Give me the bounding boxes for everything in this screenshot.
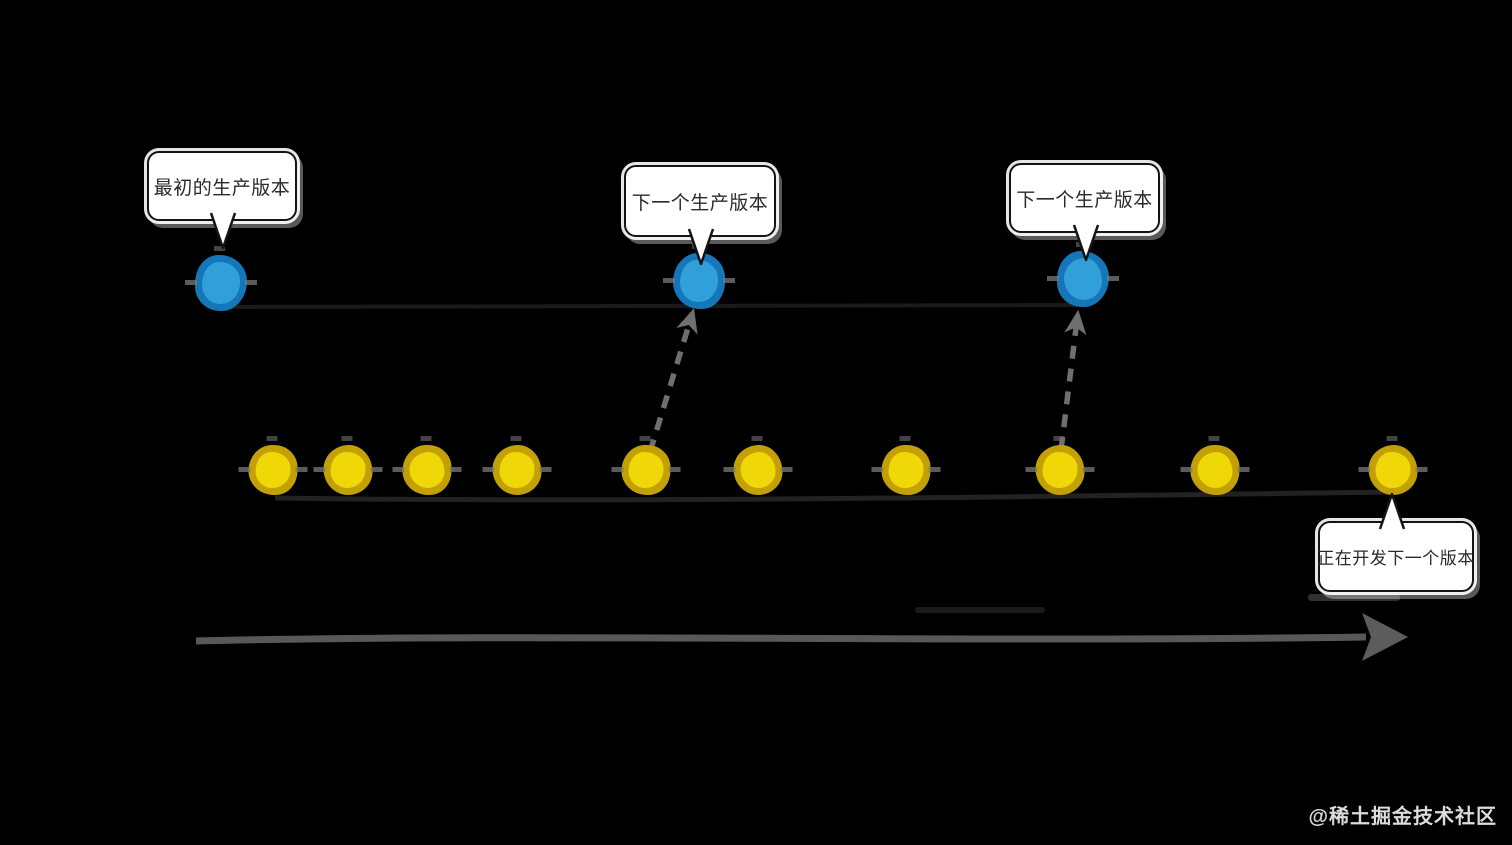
dev-iteration-node-core	[628, 436, 664, 488]
callout-next-production-2: 下一个生产版本	[1009, 163, 1160, 262]
dev-iteration-node	[1358, 436, 1428, 495]
dev-iteration-node	[238, 436, 308, 495]
dev-iteration-node	[611, 436, 681, 495]
production-branch-line	[224, 303, 1086, 309]
dev-iteration-node-core	[499, 436, 535, 488]
production-release-node-core	[680, 244, 718, 302]
dev-iteration-node-core	[1197, 436, 1233, 488]
dev-iteration-node-core	[1375, 436, 1411, 488]
dev-iteration-node-core	[409, 436, 445, 488]
callout-label: 最初的生产版本	[153, 177, 291, 199]
watermark: @稀土掘金技术社区	[1308, 806, 1497, 828]
dev-iteration-node-core	[888, 436, 924, 488]
bubble-tail	[1072, 224, 1100, 262]
dev-iteration-node	[871, 436, 941, 495]
callout-next-production-1: 下一个生产版本	[624, 165, 776, 266]
production-release-node-core	[1064, 242, 1102, 300]
timeline-arrow-line	[195, 633, 1367, 645]
dev-iteration-node-core	[1042, 436, 1078, 488]
callout-label: 下一个生产版本	[631, 192, 769, 214]
production-release-node-core	[202, 246, 240, 304]
timeline-smudge	[1308, 594, 1400, 601]
dev-iteration-node	[392, 436, 462, 495]
callout-label: 正在开发下一个版本	[1317, 549, 1475, 568]
dev-iteration-node	[1025, 436, 1095, 495]
timeline-arrowhead-icon	[1362, 613, 1408, 661]
production-release-node	[185, 246, 257, 311]
timeline-smudge	[915, 607, 1045, 613]
production-release-node	[1047, 242, 1119, 307]
dev-iteration-node	[1180, 436, 1250, 495]
bubble-tail	[687, 228, 715, 266]
dev-iteration-node	[482, 436, 552, 495]
release-arrow-1	[647, 308, 698, 453]
callout-developing-next-version: 正在开发下一个版本	[1317, 492, 1475, 592]
bubble-tail	[209, 212, 237, 250]
dev-iteration-node-core	[330, 436, 366, 488]
dev-iteration-node	[723, 436, 793, 495]
dev-iteration-node	[313, 436, 383, 495]
callout-initial-production: 最初的生产版本	[147, 151, 297, 250]
dev-iteration-node-core	[740, 436, 776, 488]
bubble-tail	[1378, 492, 1406, 530]
production-release-node	[663, 244, 735, 309]
callout-label: 下一个生产版本	[1016, 189, 1153, 211]
dev-iteration-node-core	[255, 436, 291, 488]
